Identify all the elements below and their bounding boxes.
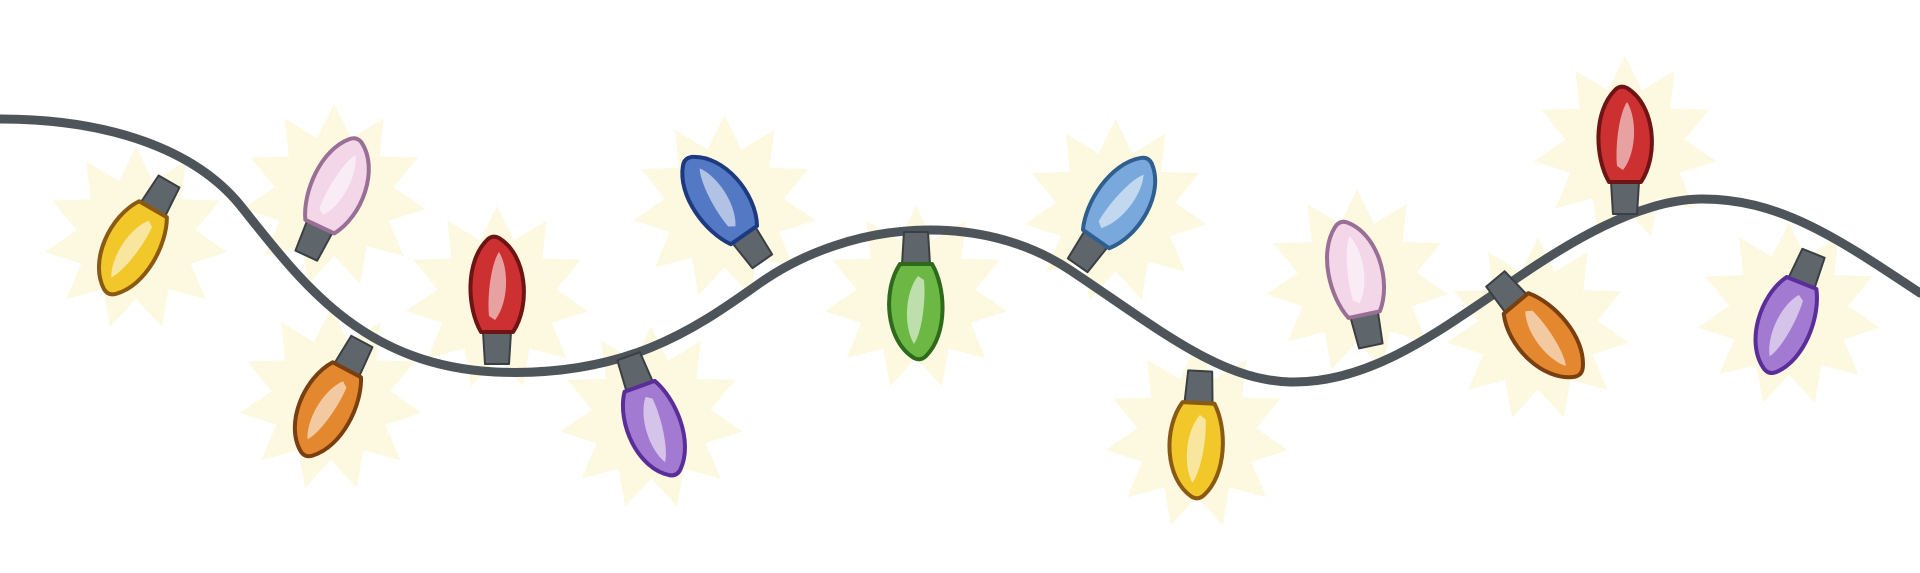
bulb-red-1 (468, 234, 526, 365)
bulb-yellow-1-highlight (111, 220, 152, 278)
bulb-blue-1 (680, 154, 774, 270)
bulb-red-1-socket (482, 331, 512, 365)
bulb-red-2 (1596, 84, 1654, 215)
bulb-orange-2 (1485, 270, 1585, 380)
bulb-purple-1 (616, 351, 687, 478)
bulb-green-1-socket (901, 231, 931, 265)
bulb-red-2-socket (1610, 181, 1640, 215)
bulb-blue-2 (1066, 155, 1158, 274)
bulb-yellow-2 (1167, 369, 1225, 501)
bulb-green-1-highlight (906, 276, 925, 344)
bulb-purple-2-highlight (1769, 294, 1803, 357)
bulb-orange-1 (292, 334, 374, 459)
bulb-blue-2-highlight (1098, 174, 1144, 229)
bulb-yellow-1 (97, 174, 181, 297)
bulb-green-1 (887, 231, 945, 362)
bulbs-layer (97, 84, 1826, 501)
light-string-wire (0, 114, 1920, 387)
bulb-orange-1-highlight (307, 381, 347, 440)
bulb-purple-1-highlight (643, 396, 666, 463)
bulb-purple-2 (1753, 247, 1826, 376)
bulb-yellow-2-socket (1183, 369, 1214, 405)
bulb-yellow-2-highlight (1186, 415, 1206, 483)
bulb-orange-2-highlight (1525, 310, 1566, 367)
bulb-pink-1-highlight (319, 154, 356, 215)
bulb-pink-2-highlight (1346, 235, 1365, 304)
bulb-blue-1-highlight (699, 168, 736, 227)
bulb-red-2-highlight (1616, 102, 1635, 170)
bulb-pink-1 (294, 136, 371, 262)
bulb-pink-2 (1325, 219, 1386, 350)
bulb-red-1-highlight (488, 252, 507, 320)
